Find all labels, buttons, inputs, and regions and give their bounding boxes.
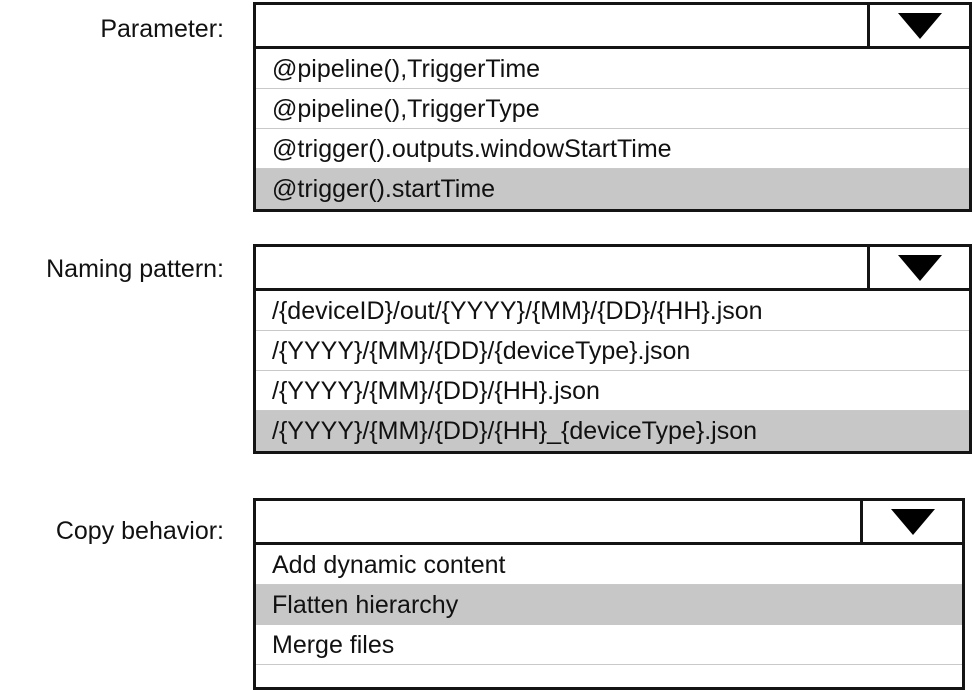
combobox-copy-behavior-value[interactable] bbox=[256, 501, 860, 542]
combobox-parameter-toggle-button[interactable] bbox=[867, 5, 969, 46]
label-parameter: Parameter: bbox=[100, 15, 224, 43]
combobox-copy-behavior[interactable] bbox=[256, 501, 962, 545]
chevron-down-icon bbox=[897, 12, 942, 39]
dropdown-naming-pattern: /{deviceID}/out/{YYYY}/{MM}/{DD}/{HH}.js… bbox=[253, 244, 972, 454]
label-naming-pattern: Naming pattern: bbox=[46, 255, 224, 283]
dropdown-copy-behavior: Add dynamic content Flatten hierarchy Me… bbox=[253, 498, 965, 690]
chevron-down-icon bbox=[890, 508, 935, 535]
label-copy-behavior: Copy behavior: bbox=[55, 517, 224, 545]
combobox-naming-pattern-toggle-button[interactable] bbox=[867, 247, 969, 288]
option-list-parameter: @pipeline(),TriggerTime @pipeline(),Trig… bbox=[256, 49, 969, 209]
option-list-copy-behavior: Add dynamic content Flatten hierarchy Me… bbox=[256, 545, 962, 687]
combobox-parameter-value[interactable] bbox=[256, 5, 867, 46]
option-item[interactable]: @pipeline(),TriggerTime bbox=[256, 49, 969, 89]
option-item[interactable]: @trigger().outputs.windowStartTime bbox=[256, 129, 969, 169]
combobox-parameter[interactable] bbox=[256, 5, 969, 49]
option-item-selected[interactable]: /{YYYY}/{MM}/{DD}/{HH}_{deviceType}.json bbox=[256, 411, 969, 451]
combobox-naming-pattern[interactable] bbox=[256, 247, 969, 291]
combobox-copy-behavior-toggle-button[interactable] bbox=[860, 501, 962, 542]
option-item[interactable]: Add dynamic content bbox=[256, 545, 962, 585]
option-item[interactable]: Merge files bbox=[256, 625, 962, 665]
option-item-selected[interactable]: @trigger().startTime bbox=[256, 169, 969, 209]
combobox-naming-pattern-value[interactable] bbox=[256, 247, 867, 288]
dropdown-parameter: @pipeline(),TriggerTime @pipeline(),Trig… bbox=[253, 2, 972, 212]
chevron-down-icon bbox=[897, 254, 942, 281]
option-list-naming-pattern: /{deviceID}/out/{YYYY}/{MM}/{DD}/{HH}.js… bbox=[256, 291, 969, 451]
option-item-selected[interactable]: Flatten hierarchy bbox=[256, 585, 962, 625]
option-item[interactable]: /{deviceID}/out/{YYYY}/{MM}/{DD}/{HH}.js… bbox=[256, 291, 969, 331]
option-item[interactable]: /{YYYY}/{MM}/{DD}/{deviceType}.json bbox=[256, 331, 969, 371]
option-list-filler bbox=[256, 665, 962, 687]
option-item[interactable]: /{YYYY}/{MM}/{DD}/{HH}.json bbox=[256, 371, 969, 411]
option-item[interactable]: @pipeline(),TriggerType bbox=[256, 89, 969, 129]
